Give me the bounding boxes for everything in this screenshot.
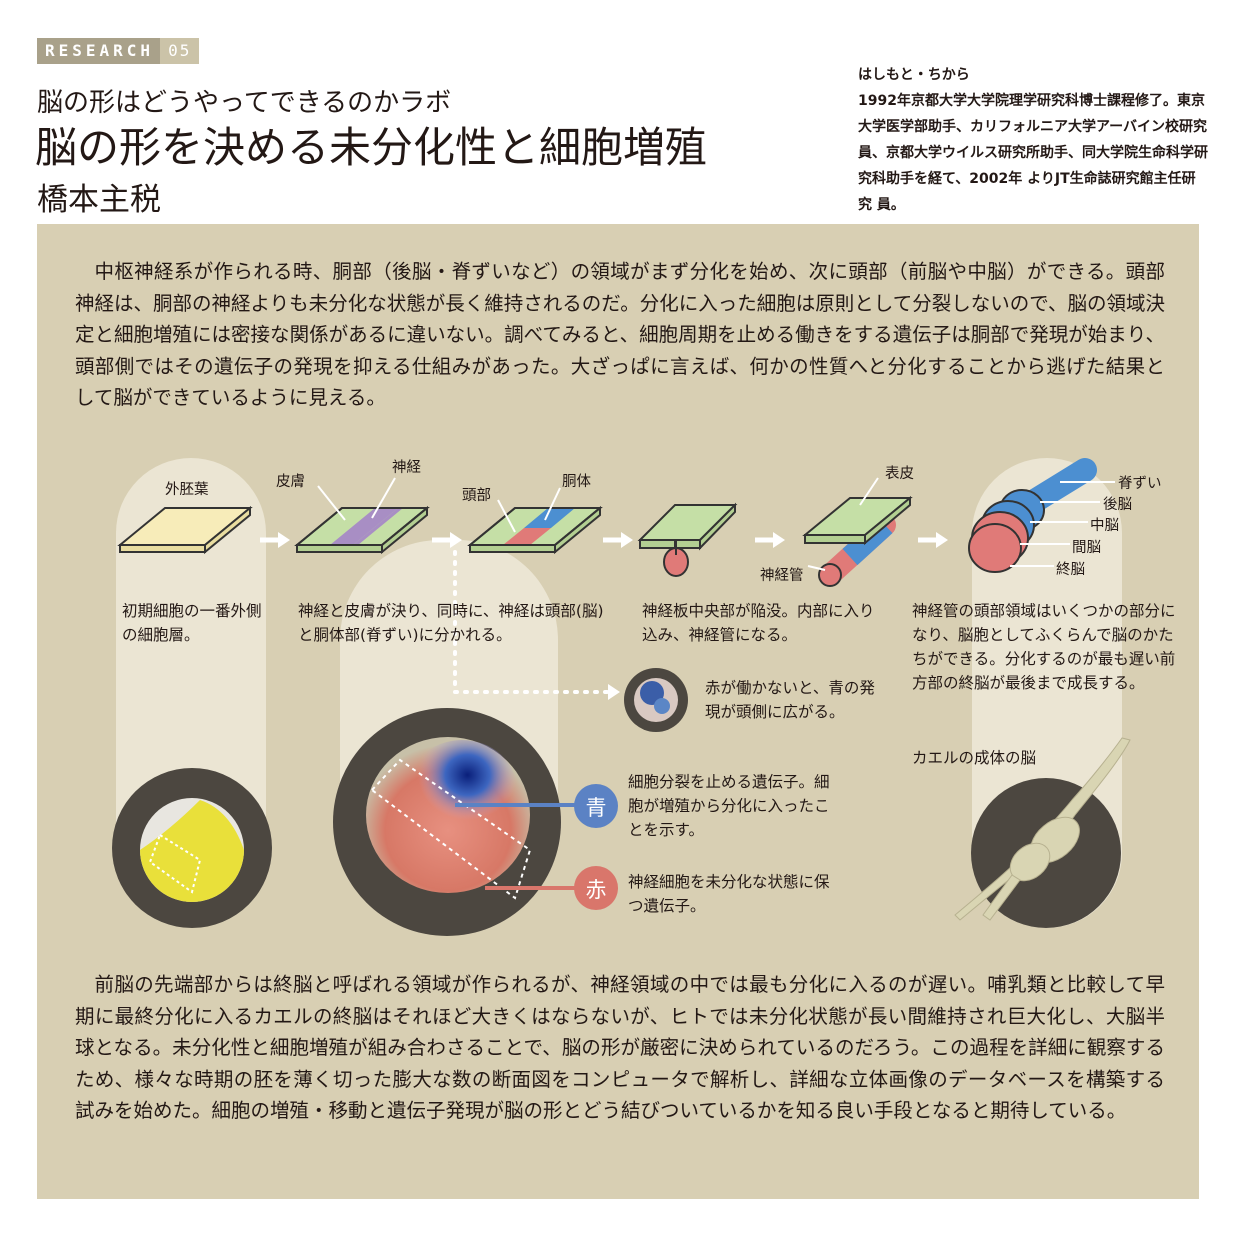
frog-brain-image <box>954 737 1131 921</box>
caption-red-missing: 赤が働かないと、青の発現が頭側に広がる。 <box>705 679 875 721</box>
brain-vesicles <box>968 458 1115 573</box>
page-title: 脳の形を決める未分化性と細胞増殖 <box>35 123 708 172</box>
label-skin: 皮膚 <box>276 474 305 490</box>
head-trunk-sheet <box>467 487 603 555</box>
intro-paragraph: 中枢神経系が作られる時、胴部（後脳・脊ずいなど）の領域がまず分化を始め、次に頭部… <box>75 260 1165 409</box>
stained-embryo-image <box>366 737 585 900</box>
author-name: 橋本主税 <box>37 182 161 218</box>
blue-badge-label: 青 <box>585 796 607 820</box>
caption-step2: 神経と皮膚が決り、同時に、神経は頭部(脳)と胴体部(脊ずい)に分かれる。 <box>298 602 604 644</box>
label-trunk: 胴体 <box>562 474 591 490</box>
label-nerve: 神経 <box>392 460 421 476</box>
caption-step4: 神経管の頭部領域はいくつかの部分になり、脳胞としてふくらんで脳のかたちができる。… <box>912 602 1176 692</box>
caption-step3: 神経板中央部が陥没。内部に入り込み、神経管になる。 <box>642 602 875 644</box>
dotted-arrow-head <box>608 684 620 700</box>
red-gene-description: 神経細胞を未分化な状態に保つ遺伝子。 <box>628 873 830 915</box>
label-midbrain: 中脳 <box>1090 518 1119 534</box>
neural-tube <box>802 477 913 587</box>
label-head: 頭部 <box>462 488 491 504</box>
label-telencephalon: 終脳 <box>1056 562 1085 578</box>
outro-paragraph: 前脳の先端部からは終脳と呼ばれる領域が作られるが、神経領域の中では最も分化に入る… <box>75 973 1165 1122</box>
red-badge-circle <box>574 866 618 910</box>
neural-plate-fold <box>637 502 738 577</box>
label-hindbrain: 後脳 <box>1103 497 1132 513</box>
caption-frog-brain: カエルの成体の脳 <box>912 749 1037 767</box>
research-tag-number: 05 <box>160 38 200 64</box>
blue-gene-description: 細胞分裂を止める遺伝子。細胞が増殖から分化に入ったことを示す。 <box>628 773 830 839</box>
caption-step1: 初期細胞の一番外側の細胞層。 <box>122 602 262 644</box>
dotted-connector <box>453 550 612 694</box>
label-neural-tube: 神経管 <box>760 568 804 584</box>
red-badge-label: 赤 <box>585 878 607 902</box>
author-profile: はしもと・ちから 1992年京都大学大学院理学研究科博士課程修了。東京大学医学部… <box>858 67 1208 213</box>
nerve-skin-sheet <box>294 477 430 555</box>
label-spinal-cord: 脊ずい <box>1118 476 1162 492</box>
research-tag: RESEARCH 05 <box>37 38 200 64</box>
small-embryo-image <box>634 678 678 722</box>
label-diencephalon: 間脳 <box>1072 540 1101 556</box>
early-embryo-image <box>140 798 244 902</box>
label-epidermis: 表皮 <box>885 466 914 482</box>
label-ectoderm: 外胚葉 <box>165 482 209 498</box>
blue-badge-circle <box>574 784 618 828</box>
ectoderm-sheet <box>117 505 253 555</box>
lab-name: 脳の形はどうやってできるのかラボ <box>37 88 452 118</box>
research-tag-word: RESEARCH <box>37 38 161 64</box>
